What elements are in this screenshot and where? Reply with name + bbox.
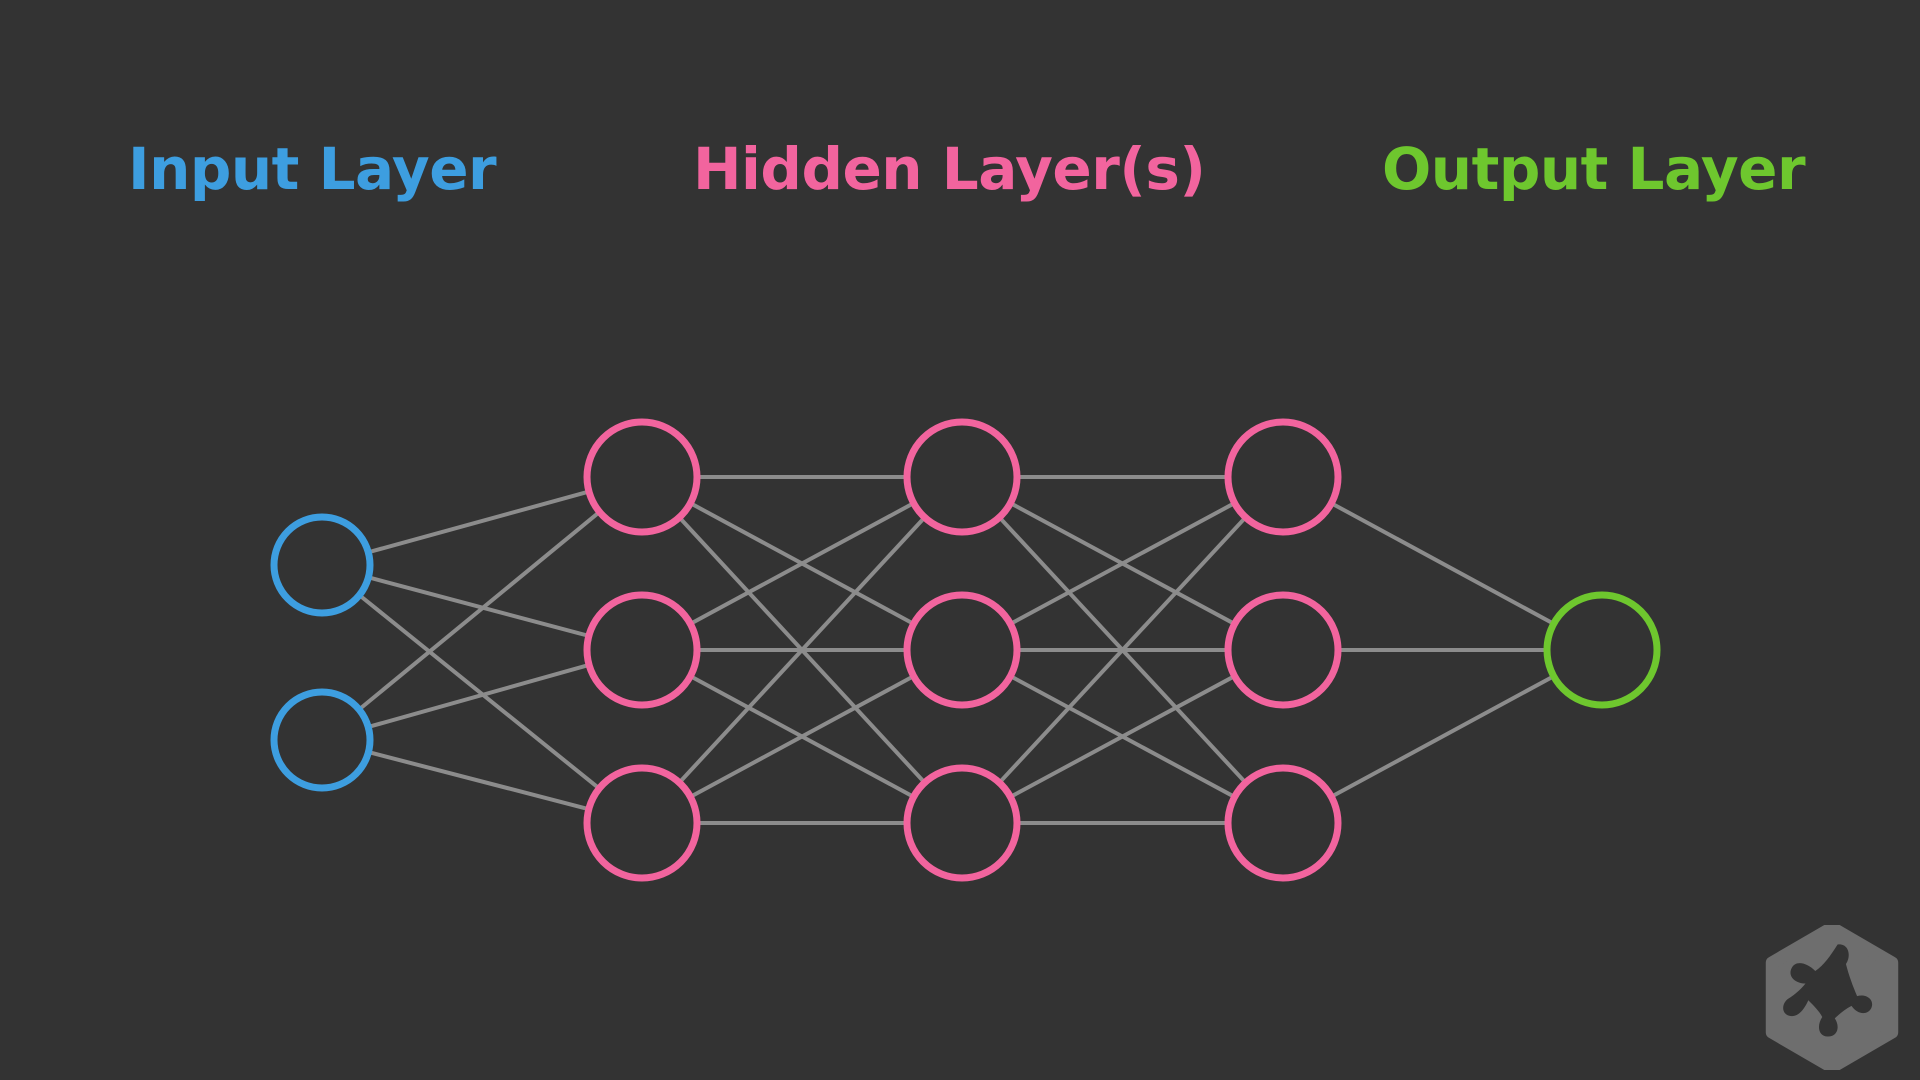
node-h3_1[interactable] (1224, 418, 1342, 536)
node-h1_2[interactable] (583, 591, 701, 709)
watermark-neuron-glyph (1783, 944, 1873, 1037)
hexagon-neuron-logo-icon (1765, 925, 1899, 1070)
node-h3_2[interactable] (1224, 591, 1342, 709)
node-i2[interactable] (270, 688, 374, 792)
node-h2_1[interactable] (903, 418, 1021, 536)
node-h2_3[interactable] (903, 764, 1021, 882)
edge-i1-to-h1_1 (367, 489, 591, 555)
edge-i1-to-h1_2 (367, 575, 590, 638)
edge-h2_3-to-h3_2 (1009, 674, 1236, 799)
layer-label-input: Input Layer (128, 135, 497, 203)
node-h2_2[interactable] (903, 591, 1021, 709)
node-o1[interactable] (1543, 591, 1661, 709)
edge-i2-to-h1_3 (367, 750, 590, 811)
edge-i1-to-h1_3 (358, 593, 601, 790)
layer-label-hidden: Hidden Layer(s) (693, 135, 1206, 203)
edge-h1_2-to-h2_1 (689, 501, 915, 626)
node-h1_1[interactable] (583, 418, 701, 536)
edge-i2-to-h1_2 (367, 663, 591, 729)
node-h1_3[interactable] (583, 764, 701, 882)
edge-h2_2-to-h3_1 (1009, 501, 1236, 626)
edge-h2_3-to-h3_1 (998, 516, 1247, 784)
node-h3_3[interactable] (1224, 764, 1342, 882)
node-i1[interactable] (270, 513, 374, 617)
layer-label-output: Output Layer (1382, 135, 1806, 203)
edge-h3_3-to-o1 (1330, 674, 1555, 799)
edge-h3_1-to-o1 (1330, 501, 1555, 626)
edge-h1_3-to-h2_1 (678, 516, 926, 784)
edge-i2-to-h1_1 (357, 510, 601, 711)
nodes-group (270, 418, 1661, 882)
edges-group (357, 475, 1555, 825)
edge-h1_3-to-h2_2 (689, 674, 915, 799)
